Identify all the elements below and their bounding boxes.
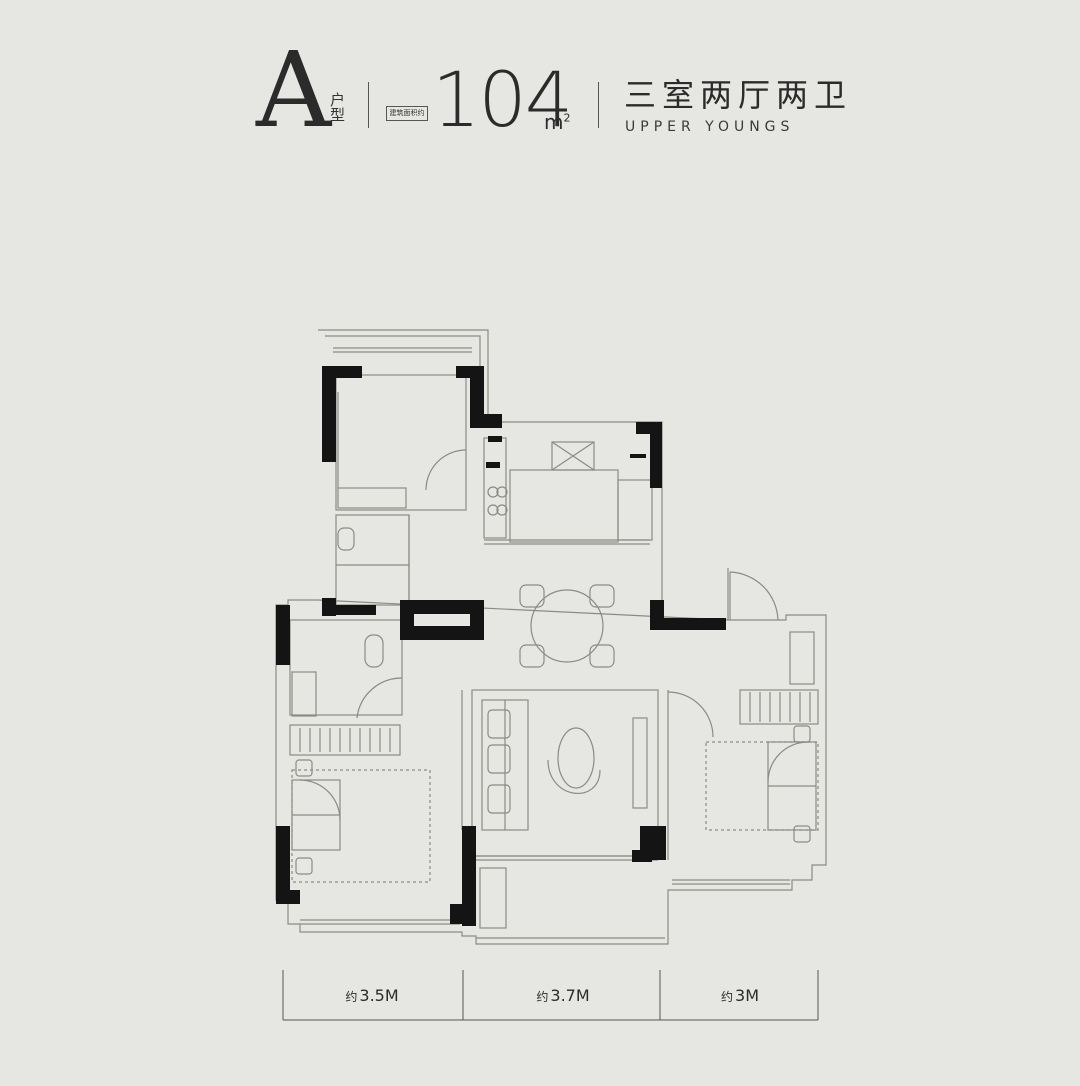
dimension-value: 3.5M xyxy=(359,986,399,1005)
area-unit: m2 xyxy=(544,110,570,134)
dimension-value: 3.7M xyxy=(550,986,590,1005)
area-unit-sup: 2 xyxy=(563,111,571,125)
dimension-value: 3M xyxy=(735,986,759,1005)
layout-text: 三室两厅两卫 xyxy=(624,76,853,114)
area-unit-base: m xyxy=(544,110,564,134)
area-label: 建筑面积约 xyxy=(386,106,428,121)
divider xyxy=(598,82,599,128)
walls xyxy=(276,366,726,926)
divider xyxy=(368,82,369,128)
outline xyxy=(275,329,827,945)
dimension-prefix: 约 xyxy=(345,990,358,1004)
dimension-bar xyxy=(282,970,819,1021)
unit-letter: A xyxy=(256,29,331,151)
header: A 户型 建筑面积约 104 m2 三室两厅两卫 UPPER YOUNGS xyxy=(0,0,1080,160)
project-name: UPPER YOUNGS xyxy=(625,119,795,135)
dimension-prefix: 约 xyxy=(536,990,549,1004)
unit-type-label: 户型 xyxy=(328,92,346,122)
dimension-prefix: 约 xyxy=(721,990,734,1004)
area-number: 104 xyxy=(432,55,573,144)
